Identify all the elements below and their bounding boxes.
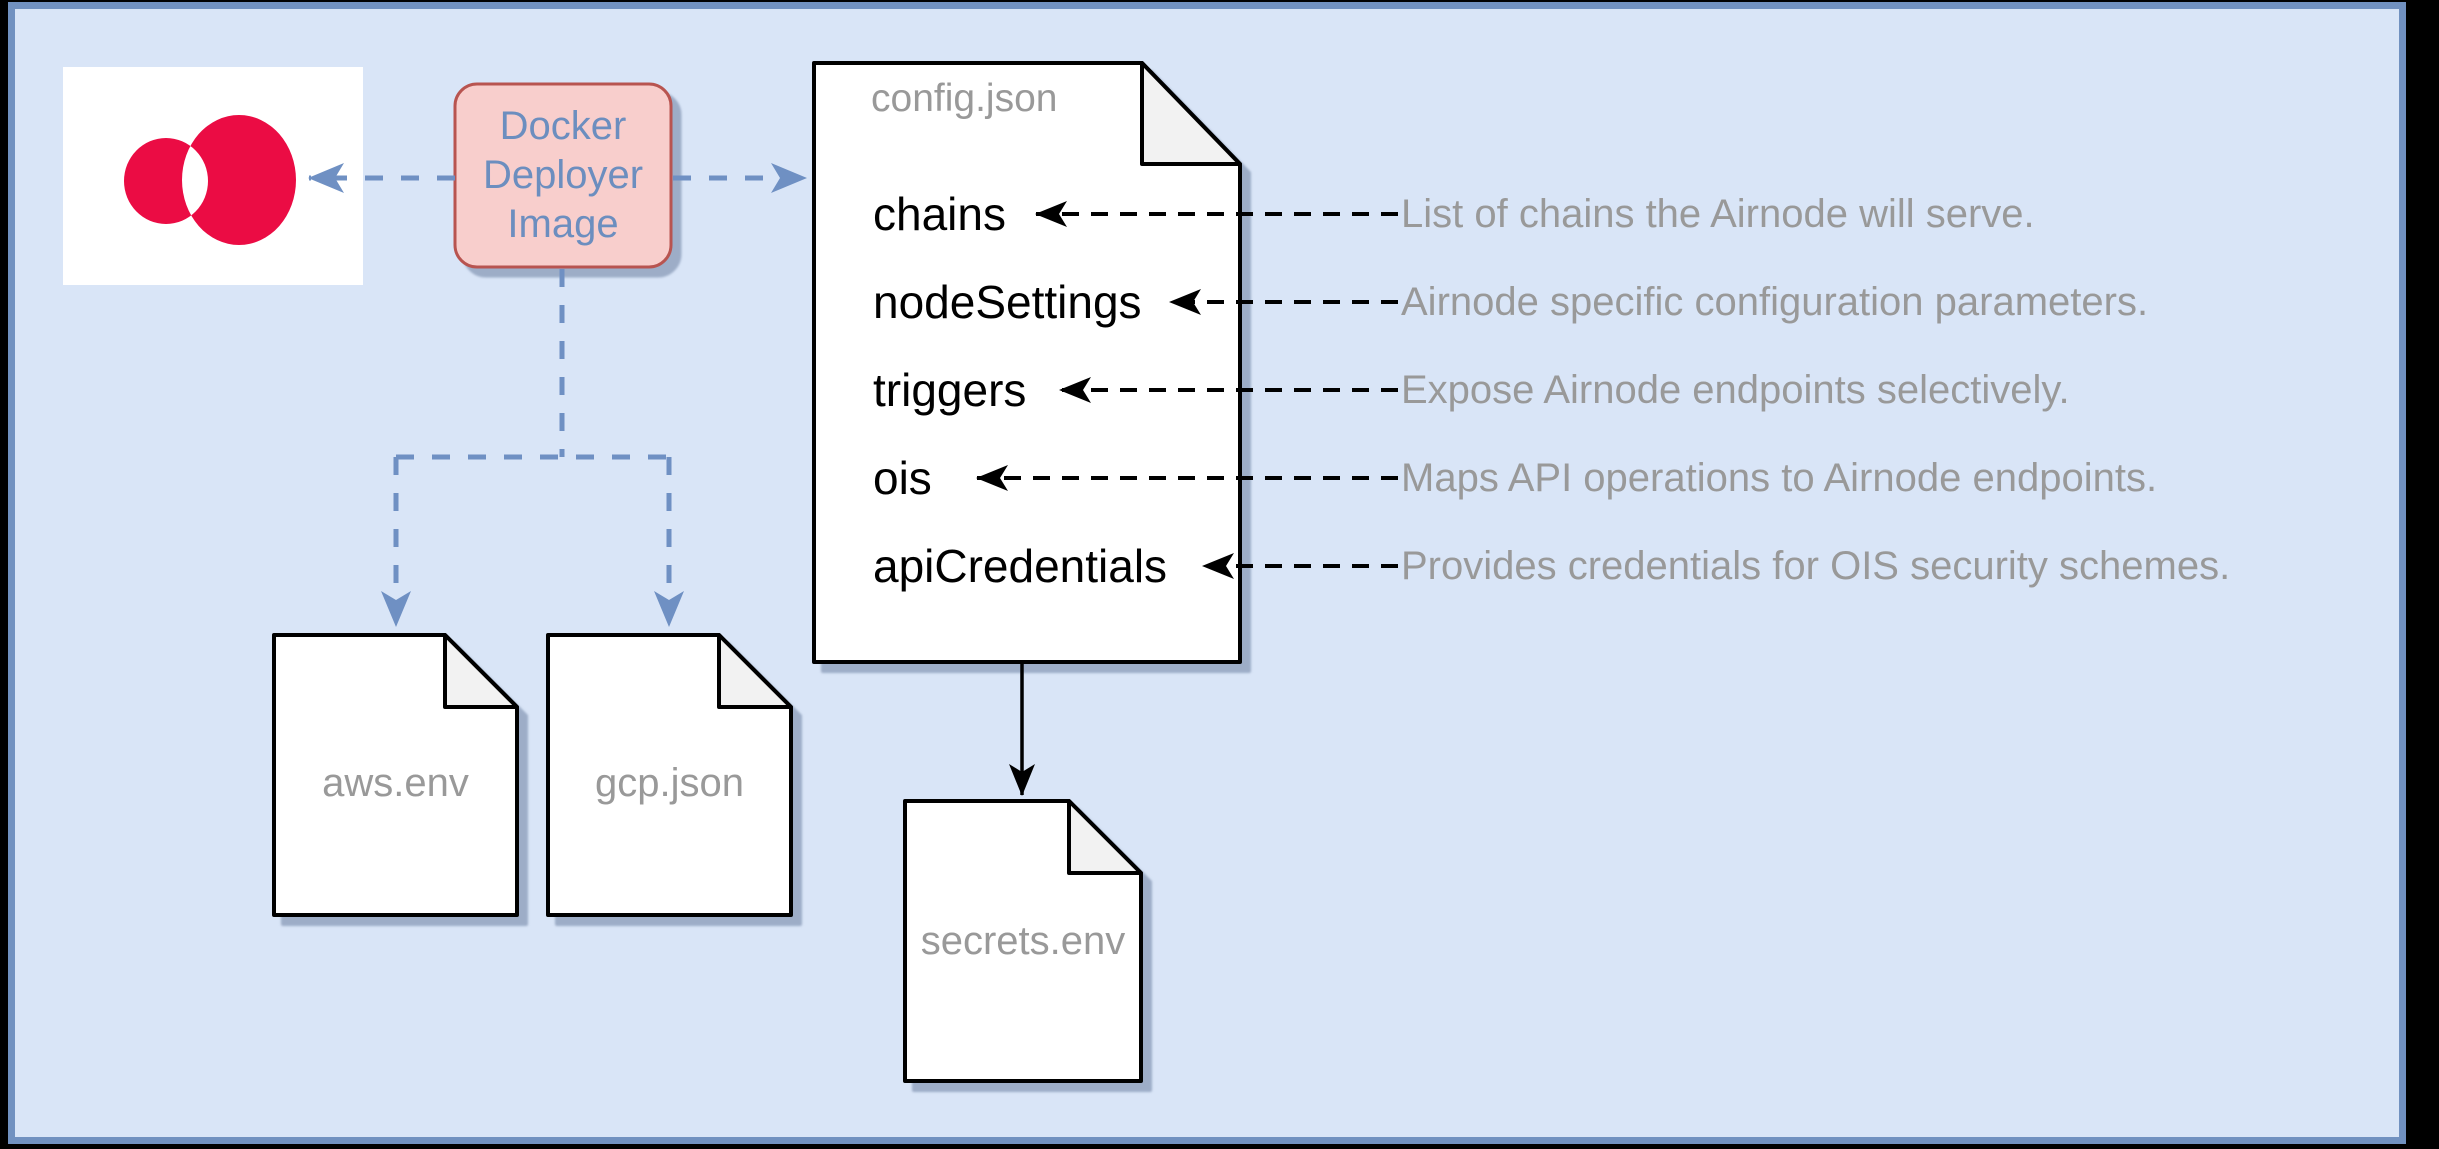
config-json-page-fold bbox=[1140, 61, 1242, 166]
config-item-apicredentials: apiCredentials bbox=[873, 540, 1168, 592]
desc-triggers: Expose Airnode endpoints selectively. bbox=[1401, 368, 2070, 412]
deployer-box-label: Docker Deployer Image bbox=[482, 104, 644, 246]
desc-chains: List of chains the Airnode will serve. bbox=[1401, 192, 2035, 236]
aws-env-page-fold bbox=[443, 633, 519, 709]
gcp-json-document bbox=[546, 633, 793, 917]
desc-nodesettings: Airnode specific configuration parameter… bbox=[1401, 280, 2149, 324]
secrets-env-document bbox=[903, 799, 1143, 1083]
config-json-title: config.json bbox=[871, 77, 1058, 120]
airnode-logo bbox=[63, 67, 363, 285]
desc-ois: Maps API operations to Airnode endpoints… bbox=[1401, 456, 2158, 500]
airnode-logo-mark bbox=[124, 115, 296, 245]
gcp-json-page-fold bbox=[717, 633, 793, 709]
config-item-ois: ois bbox=[873, 452, 932, 504]
secrets-env-page-fold bbox=[1067, 799, 1143, 875]
gcp-json-label: gcp.json bbox=[595, 761, 744, 805]
config-item-nodesettings: nodeSettings bbox=[873, 276, 1142, 328]
aws-env-label: aws.env bbox=[322, 761, 469, 805]
config-item-triggers: triggers bbox=[873, 364, 1027, 416]
config-item-chains: chains bbox=[873, 188, 1006, 240]
desc-apicredentials: Provides credentials for OIS security sc… bbox=[1401, 544, 2231, 588]
aws-env-document bbox=[272, 633, 519, 917]
secrets-env-label: secrets.env bbox=[920, 919, 1126, 963]
